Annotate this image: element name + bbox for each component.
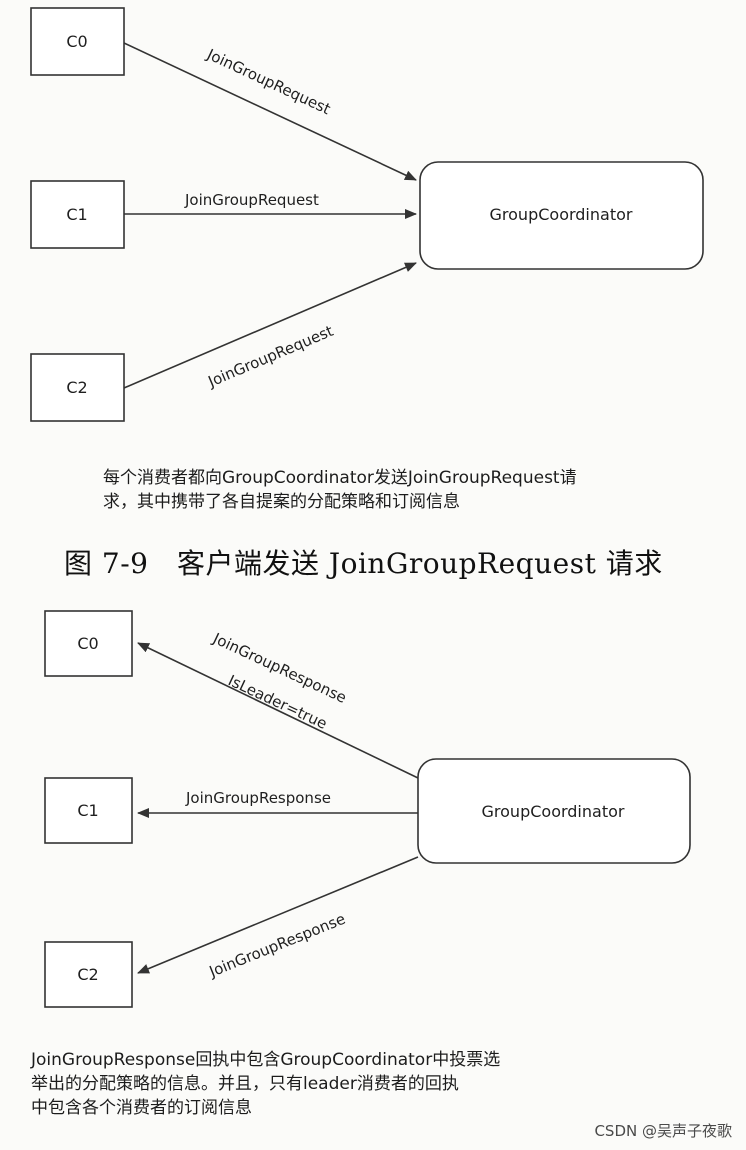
edge-c2-to-coordinator xyxy=(123,262,417,389)
node-group-coordinator: GroupCoordinator xyxy=(417,758,691,864)
node-c2: C2 xyxy=(44,941,133,1008)
edge-label-c1-response: JoinGroupResponse xyxy=(185,789,331,807)
edge-label-c0-request: JoinGroupRequest xyxy=(203,45,333,118)
node-group-coordinator: GroupCoordinator xyxy=(419,161,704,270)
caption-diagram-2: JoinGroupResponse回执中包含GroupCoordinator中投… xyxy=(31,1048,631,1120)
watermark: CSDN @吴声子夜歌 xyxy=(594,1122,732,1140)
edge-label-c1-request: JoinGroupRequest xyxy=(184,191,319,209)
node-label-c2: C2 xyxy=(77,965,98,984)
diagram-2: JoinGroupResponse IsLeader=true JoinGrou… xyxy=(44,610,691,1008)
edge-coordinator-to-c0 xyxy=(137,642,419,779)
caption-diagram-1: 每个消费者都向GroupCoordinator发送JoinGroupReques… xyxy=(103,466,703,514)
edge-label-c2-response: JoinGroupResponse xyxy=(206,910,348,981)
node-label-c0: C0 xyxy=(66,32,87,51)
edge-label-c2-request: JoinGroupRequest xyxy=(205,322,336,391)
edge-c0-to-coordinator xyxy=(123,42,417,181)
edge-coordinator-to-c2 xyxy=(137,856,419,974)
caption-line: JoinGroupResponse回执中包含GroupCoordinator中投… xyxy=(31,1050,501,1070)
node-label-group-coordinator: GroupCoordinator xyxy=(490,205,633,224)
caption-line: 求，其中携带了各自提案的分配策略和订阅信息 xyxy=(103,492,460,512)
node-c1: C1 xyxy=(44,777,133,844)
node-label-group-coordinator: GroupCoordinator xyxy=(482,802,625,821)
node-c0: C0 xyxy=(44,610,133,677)
caption-line: 中包含各个消费者的订阅信息 xyxy=(31,1098,252,1118)
node-c2: C2 xyxy=(30,353,125,422)
caption-line: 举出的分配策略的信息。并且，只有leader消费者的回执 xyxy=(31,1074,459,1094)
node-label-c0: C0 xyxy=(77,634,98,653)
node-label-c2: C2 xyxy=(66,378,87,397)
node-c1: C1 xyxy=(30,180,125,249)
node-label-c1: C1 xyxy=(66,205,87,224)
node-label-c1: C1 xyxy=(77,801,98,820)
node-c0: C0 xyxy=(30,7,125,76)
caption-line: 每个消费者都向GroupCoordinator发送JoinGroupReques… xyxy=(103,468,577,488)
figure-title: 图 7-9 客户端发送 JoinGroupRequest 请求 xyxy=(64,547,663,580)
diagram-1: JoinGroupRequest JoinGroupRequest JoinGr… xyxy=(30,7,704,422)
